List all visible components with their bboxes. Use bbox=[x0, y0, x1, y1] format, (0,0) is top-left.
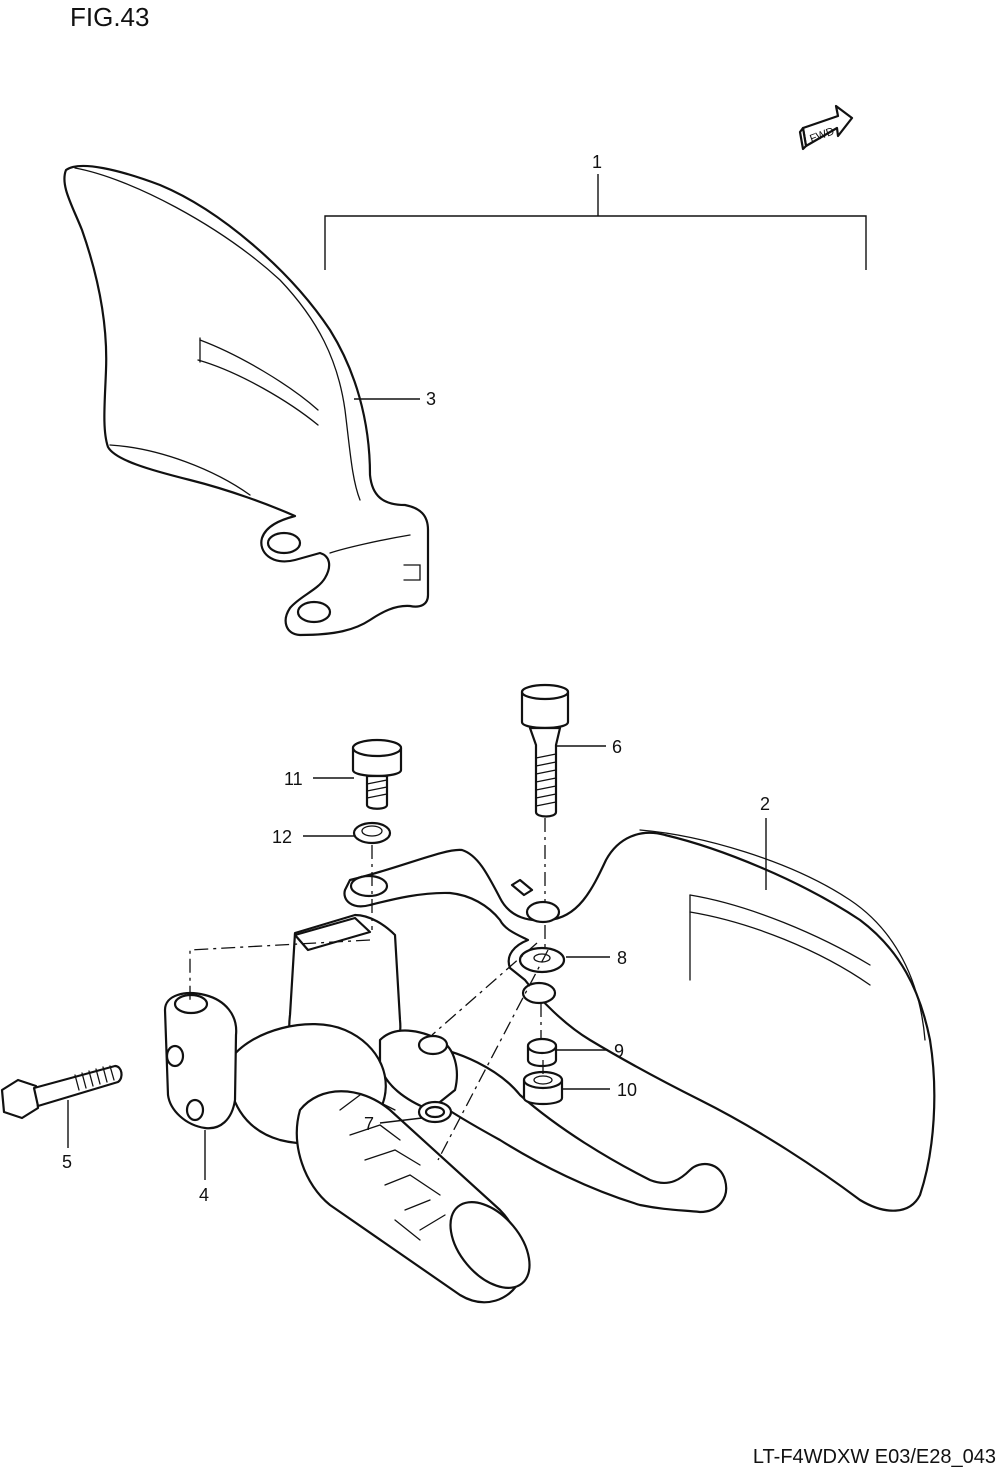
nut-10 bbox=[522, 1070, 564, 1106]
bolt-5 bbox=[0, 1064, 123, 1120]
callout-2: 2 bbox=[760, 794, 770, 814]
assembly-bracket bbox=[324, 174, 867, 270]
bolt-6 bbox=[520, 683, 570, 818]
callout-8: 8 bbox=[617, 948, 627, 968]
callout-5: 5 bbox=[62, 1152, 72, 1172]
callout-3: 3 bbox=[426, 389, 436, 409]
callout-4: 4 bbox=[199, 1185, 209, 1205]
assembly-lines bbox=[189, 818, 549, 1161]
callout-12: 12 bbox=[272, 827, 292, 847]
hand-guard-top bbox=[63, 164, 430, 637]
fwd-arrow-icon: FWD bbox=[798, 104, 854, 151]
collar-9 bbox=[526, 1037, 558, 1068]
callout-9: 9 bbox=[614, 1041, 624, 1061]
lever-holder-assembly bbox=[163, 913, 728, 1304]
figure-code: LT-F4WDXW E03/E28_043 bbox=[752, 1446, 996, 1468]
hand-guard-bottom bbox=[343, 829, 936, 1212]
bolt-11 bbox=[351, 738, 403, 810]
callout-labels: 1 2 3 4 5 6 7 8 9 10 11 12 bbox=[62, 152, 770, 1205]
leader-lines bbox=[67, 398, 767, 1180]
collar-12 bbox=[352, 821, 392, 845]
screw-7 bbox=[424, 1105, 446, 1119]
washer-8 bbox=[518, 946, 566, 974]
callout-11: 11 bbox=[284, 769, 303, 789]
figure-title: FIG.43 bbox=[70, 2, 150, 32]
callout-1: 1 bbox=[592, 152, 602, 172]
callout-10: 10 bbox=[617, 1080, 637, 1100]
callout-6: 6 bbox=[612, 737, 622, 757]
callout-7: 7 bbox=[364, 1114, 374, 1134]
